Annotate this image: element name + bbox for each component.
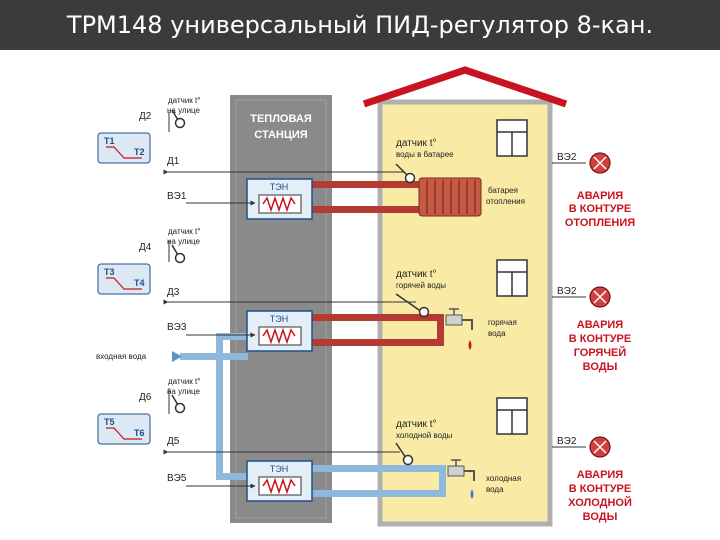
alarm-text: ХОЛОДНОЙ <box>568 496 632 509</box>
consumer-label: вода <box>488 329 506 338</box>
cold-pipe-return <box>310 490 446 497</box>
cold-water-feed-pipe <box>216 340 223 480</box>
alarm-text: ВОДЫ <box>583 511 618 523</box>
alarm-text: ГОРЯЧЕЙ <box>574 346 627 359</box>
faucet-icon <box>445 308 473 350</box>
station-label-line2: СТАНЦИЯ <box>254 129 308 141</box>
heat-station <box>230 95 332 523</box>
house-sensor-label: горячей воды <box>396 281 446 290</box>
outdoor-sensor-icon <box>174 117 186 129</box>
heater-label: ТЭН <box>270 182 288 192</box>
graph-label: Т5 <box>104 417 115 427</box>
house-sensor-label: холодной воды <box>396 431 453 440</box>
station-label-line1: ТЕПЛОВАЯ <box>250 113 312 125</box>
outdoor-sensor-label: на улице <box>167 387 201 396</box>
heater-label: ТЭН <box>270 314 288 324</box>
alarm-output-tag: ВЭ2 <box>557 152 577 163</box>
graph-label: Т2 <box>134 147 145 157</box>
cold-water-inlet-pipe <box>180 353 248 360</box>
consumer-label: отопления <box>486 197 525 206</box>
alarm-text: В КОНТУРЕ <box>569 203 631 215</box>
alarm-text: АВАРИЯ <box>577 190 624 202</box>
house-sensor-label: датчик t° <box>396 269 436 280</box>
temperature-sensor-icon <box>404 172 416 184</box>
house-sensor-label: датчик t° <box>396 138 436 149</box>
heater-ten-2: ТЭН <box>246 310 313 352</box>
temperature-sensor-icon <box>402 454 414 466</box>
sensor-tag: Д3 <box>167 287 180 298</box>
graph-label: Т4 <box>134 278 145 288</box>
alarm-text: В КОНТУРЕ <box>569 333 631 345</box>
house-roof <box>362 66 568 108</box>
outdoor-sensor-label: датчик t° <box>168 377 200 386</box>
faucet-icon <box>447 459 475 499</box>
sensor-tag: Д4 <box>139 242 152 253</box>
sensor-tag: Д6 <box>139 392 152 403</box>
sensor-tag: Д5 <box>167 436 180 447</box>
window <box>496 259 528 297</box>
alarm-lamp-icon <box>589 152 611 174</box>
graph-label: Т1 <box>104 136 115 146</box>
output-tag: ВЭ5 <box>167 473 187 484</box>
consumer-label: холодная <box>486 474 521 483</box>
radiator-icon <box>418 177 482 217</box>
graph-label: Т3 <box>104 267 115 277</box>
hot-pipe-return <box>310 206 420 213</box>
sensor-tag: Д2 <box>139 111 152 122</box>
heater-ten-3: ТЭН <box>246 460 313 502</box>
alarm-text: АВАРИЯ <box>577 319 624 331</box>
alarm-text: В КОНТУРЕ <box>569 483 631 495</box>
outdoor-sensor-label: датчик t° <box>168 227 200 236</box>
heater-label: ТЭН <box>270 464 288 474</box>
graph-label: Т6 <box>134 428 145 438</box>
temperature-sensor-icon <box>418 306 430 318</box>
window <box>496 397 528 435</box>
alarm-text: ОТОПЛЕНИЯ <box>565 217 635 229</box>
alarm-output-tag: ВЭ2 <box>557 436 577 447</box>
alarm-lamp-icon <box>589 436 611 458</box>
cold-pipe-supply <box>310 465 446 472</box>
outdoor-sensor-label: на улице <box>167 237 201 246</box>
hot-pipe-supply <box>310 181 420 188</box>
alarm-lamp-icon <box>589 286 611 308</box>
output-tag: ВЭ3 <box>167 322 187 333</box>
curve-graph: Т3 Т4 <box>97 263 151 295</box>
hot-pipe-supply <box>310 314 444 321</box>
alarm-text: АВАРИЯ <box>577 469 624 481</box>
alarm-text: ВОДЫ <box>583 361 618 373</box>
title-bar: ТРМ148 универсальный ПИД-регулятор 8-кан… <box>0 0 720 50</box>
heating-scheme-diagram: ТЕПЛОВАЯ СТАНЦИЯ ТЭН датчик t° воды в ба… <box>96 66 635 527</box>
hot-pipe-return <box>310 339 444 346</box>
outdoor-sensor-label: на улице <box>167 106 201 115</box>
house-sensor-label: воды в батарее <box>396 150 454 159</box>
inlet-water-label: входная вода <box>96 352 147 361</box>
outdoor-sensor-icon <box>174 252 186 264</box>
curve-graph: Т5 Т6 <box>97 413 151 445</box>
consumer-label: батарея <box>488 186 518 195</box>
outdoor-sensor-label: датчик t° <box>168 96 200 105</box>
consumer-label: горячая <box>488 318 517 327</box>
alarm-output-tag: ВЭ2 <box>557 286 577 297</box>
heater-ten-1: ТЭН <box>246 178 313 220</box>
sensor-tag: Д1 <box>167 156 180 167</box>
curve-graph: Т1 Т2 <box>97 132 151 164</box>
consumer-label: вода <box>486 485 504 494</box>
page-title: ТРМ148 универсальный ПИД-регулятор 8-кан… <box>66 11 654 39</box>
house-body <box>377 99 553 527</box>
window <box>496 119 528 157</box>
output-tag: ВЭ1 <box>167 191 187 202</box>
outdoor-sensor-icon <box>174 402 186 414</box>
house-sensor-label: датчик t° <box>396 419 436 430</box>
